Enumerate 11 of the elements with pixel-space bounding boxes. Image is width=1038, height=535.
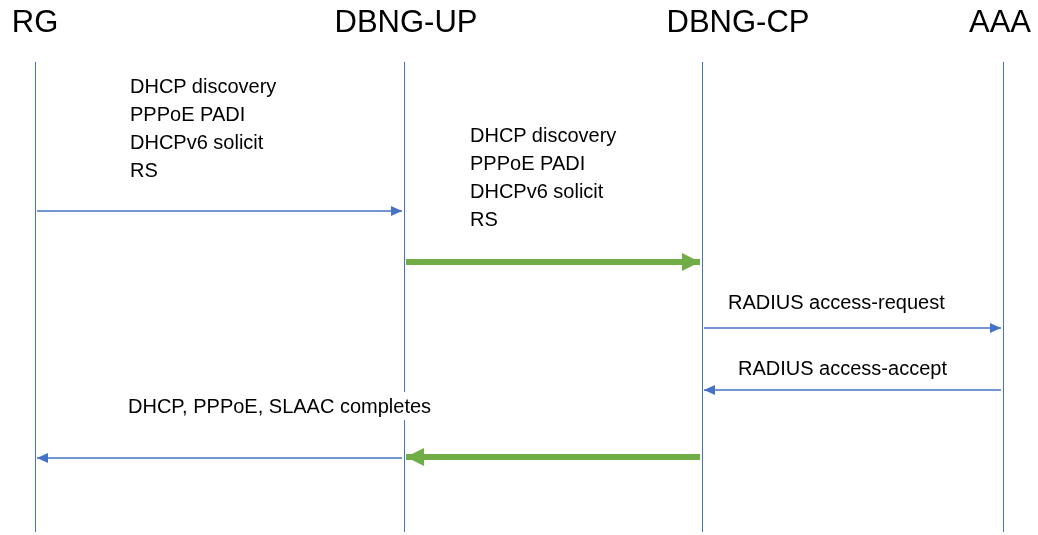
message-arrow: [703, 385, 1002, 395]
message-arrow: [36, 453, 403, 463]
message-arrow: [406, 253, 700, 271]
edge-label: DHCP, PPPoE, SLAAC completes: [128, 392, 432, 420]
participant-name: DBNG-CP: [665, 3, 811, 41]
participant-name: AAA: [968, 3, 1032, 41]
message-arrow: [703, 323, 1002, 333]
message-arrow: [406, 448, 700, 466]
participant-name: RG: [10, 3, 60, 41]
message-arrow: [36, 206, 403, 216]
participant-name: DBNG-UP: [333, 3, 479, 41]
